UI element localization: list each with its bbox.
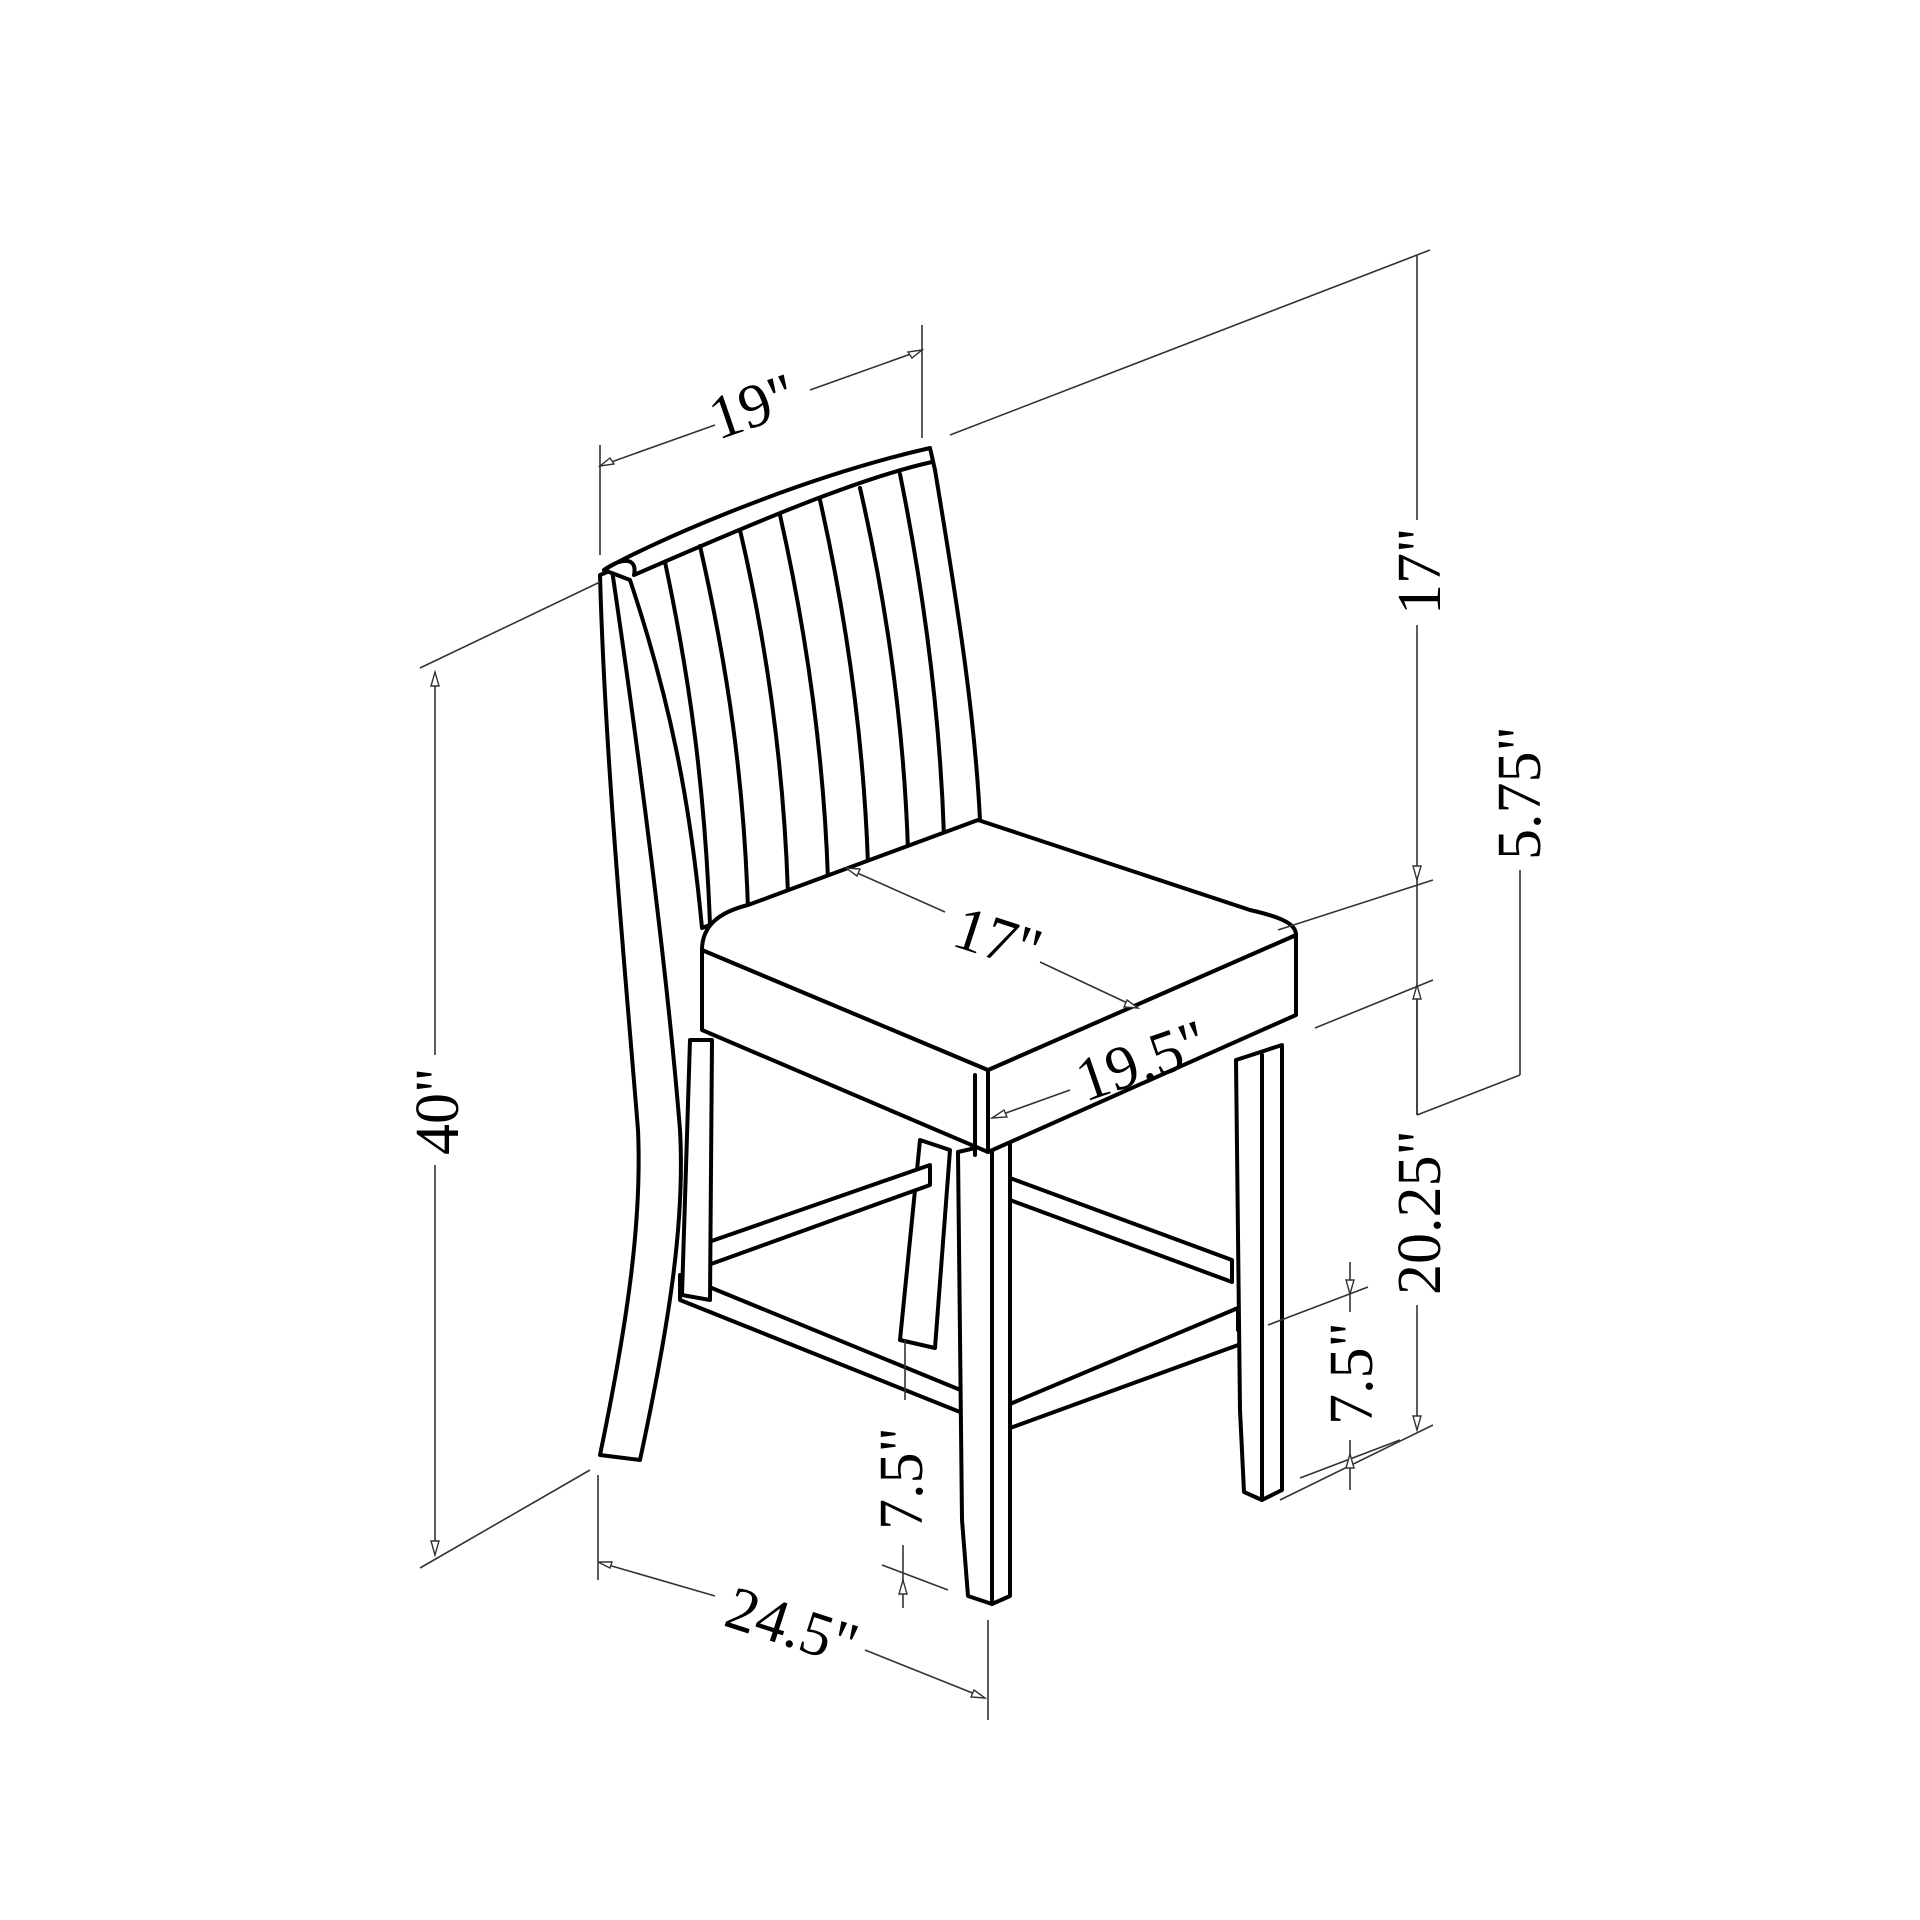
label-seat-cushion-height: 5.75" [1486, 726, 1554, 860]
dimension-lines [419, 249, 1521, 1720]
side-stretcher-right [1008, 1176, 1234, 1284]
label-back-height: 17" [1386, 528, 1454, 615]
side-stretcher-left [698, 1163, 932, 1270]
right-rear-leg [1234, 1043, 1284, 1502]
backrest-top-rail [602, 460, 934, 577]
backrest-slats [663, 472, 946, 927]
label-overall-height: 40" [404, 1068, 472, 1155]
front-left-leg [680, 1038, 714, 1302]
label-back-width: 19" [700, 361, 805, 454]
right-front-stretcher [1008, 1306, 1254, 1430]
label-overall-depth: 24.5" [718, 1574, 866, 1680]
chair [598, 446, 1298, 1606]
front-corner-leg [956, 1138, 1012, 1606]
seat-top [700, 818, 1298, 1072]
rear-left-leg [598, 568, 683, 1462]
label-footrest-height-side: 7.5" [1318, 1322, 1386, 1425]
backrest [602, 446, 982, 930]
label-footrest-height-front: 7.5" [868, 1427, 936, 1530]
label-seat-height: 20.25" [1386, 1130, 1454, 1295]
rear-right-leg [898, 1138, 952, 1350]
